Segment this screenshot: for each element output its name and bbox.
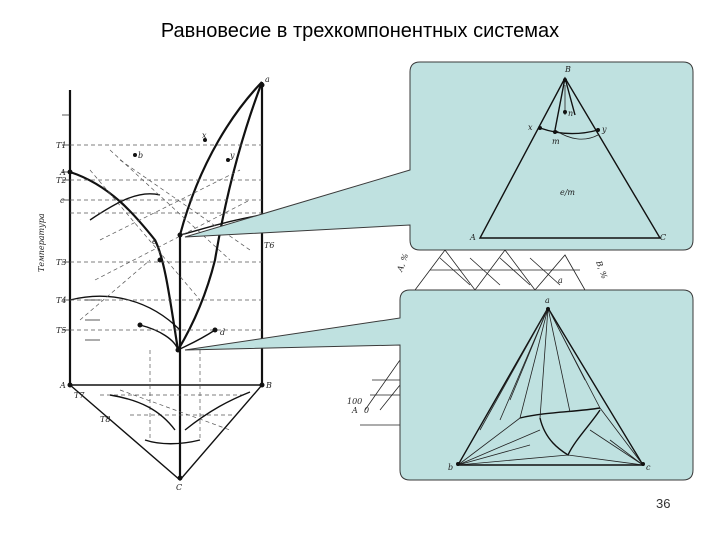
- phase-diagram-3d: Температура a A A B C c b x y T1 T2 T3 T…: [37, 75, 274, 492]
- label-n-point: n: [568, 109, 573, 118]
- label-T2: T2: [56, 176, 66, 185]
- label-m-point: m: [552, 137, 560, 146]
- tick-label-100: 100: [347, 397, 362, 406]
- base-triangle: [68, 384, 264, 481]
- label-b-vertex: b: [448, 463, 453, 472]
- label-A-vertex: A: [469, 233, 476, 242]
- label-B-vertex: B: [564, 65, 571, 74]
- label-y: y: [229, 151, 235, 160]
- label-B: B: [265, 381, 272, 390]
- label-T7: T7: [74, 391, 85, 400]
- label-x-point: x: [528, 123, 533, 132]
- callout-bottom: a b c: [184, 289, 694, 481]
- label-T6: T6: [264, 241, 274, 250]
- label-c-vertex: c: [646, 463, 651, 472]
- label-e: e: [152, 237, 157, 246]
- label-y-point: y: [601, 125, 607, 134]
- triangle-abc-projection: a b c: [448, 296, 651, 472]
- temperature-axis-label: Температура: [37, 213, 46, 272]
- label-T5: T5: [56, 326, 66, 335]
- label-T3: T3: [56, 258, 66, 267]
- page-number: 36: [656, 496, 671, 511]
- label-A-top: A: [59, 168, 66, 177]
- label-T4: T4: [56, 296, 66, 305]
- triangle-abc-figure: B A C x y m n e/m: [469, 65, 666, 242]
- label-a-top: a: [265, 75, 270, 84]
- slide-title: Равновесие в трехкомпонентных системах: [160, 20, 560, 42]
- point-label-a-bg: a: [558, 276, 563, 285]
- label-b: b: [138, 151, 143, 160]
- axis-label-a-percent: A, %: [395, 252, 410, 274]
- axis-label-b-percent: B, %: [594, 259, 609, 281]
- label-a-vertex: a: [545, 296, 550, 305]
- label-c: c: [60, 196, 65, 205]
- label-A-bottom: A: [59, 381, 66, 390]
- vertex-label-a-bg: A: [351, 406, 358, 415]
- label-d: d: [220, 328, 225, 337]
- tick-label-0: 0: [364, 406, 369, 415]
- label-em: e/m: [560, 188, 575, 197]
- callout-top: B A C x y m n e/m: [184, 61, 694, 251]
- label-C-vertex: C: [660, 233, 666, 242]
- label-C: C: [176, 483, 182, 492]
- label-T1: T1: [56, 141, 66, 150]
- label-T8: T8: [100, 415, 110, 424]
- label-x: x: [202, 131, 207, 140]
